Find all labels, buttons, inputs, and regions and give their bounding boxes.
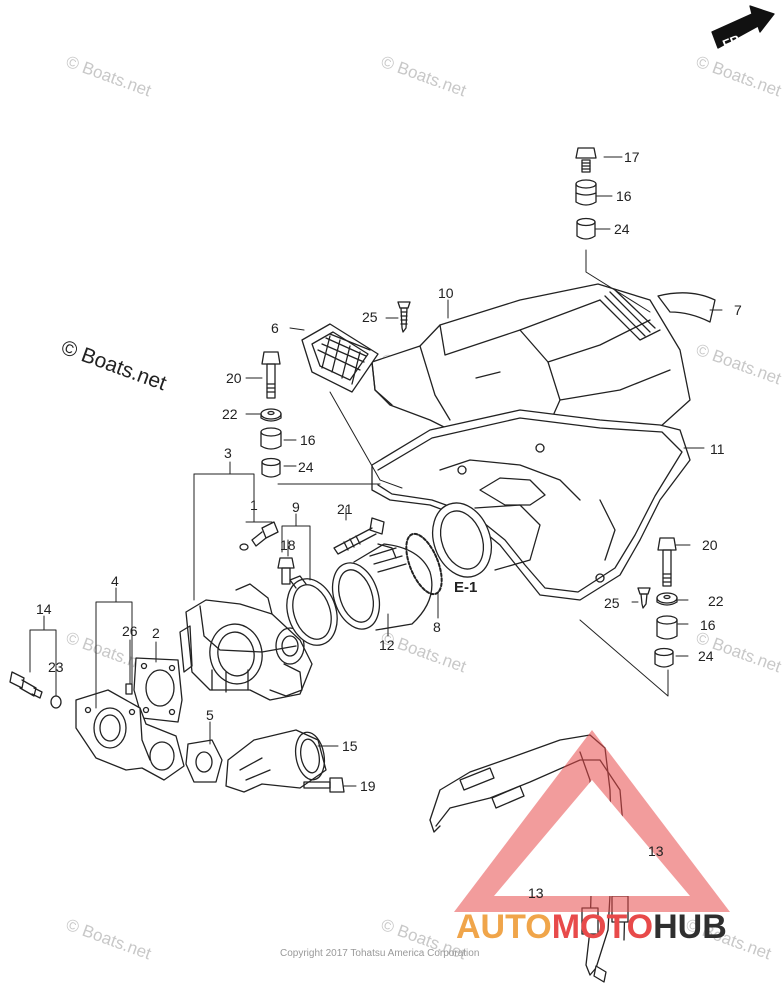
logo-moto: MOTO [552, 908, 653, 946]
callout-6: 6 [271, 320, 279, 336]
callout-13: 13 [528, 885, 544, 901]
screw-1 [251, 521, 279, 547]
callout-12: 12 [379, 637, 395, 653]
washer-22-right [656, 592, 678, 606]
intake-grille [301, 323, 379, 393]
callout-5: 5 [206, 707, 214, 723]
seal-strip [657, 292, 716, 323]
callout-16: 16 [700, 617, 716, 633]
callout-24: 24 [698, 648, 714, 664]
gasket-2 [133, 657, 183, 723]
callout-20: 20 [702, 537, 718, 553]
collar-24-left [261, 457, 281, 478]
mount-rubber-16-top [575, 179, 597, 206]
callout-13: 13 [648, 843, 664, 859]
collar-24-right [654, 647, 674, 668]
callout-17: 17 [624, 149, 640, 165]
screw-19 [303, 777, 345, 793]
hose-clamp-9 [286, 575, 338, 646]
mount-bolt-17 [575, 147, 597, 173]
hose-clamp-8 [405, 532, 443, 596]
mount-rubber-16-right [656, 615, 678, 640]
mount-bolt-20-left [261, 351, 281, 399]
callout-20: 20 [226, 370, 242, 386]
front-direction-arrow-icon [711, 5, 775, 49]
temperature-sensor-14 [9, 671, 43, 699]
callout-16: 16 [300, 432, 316, 448]
callout-14: 14 [36, 601, 52, 617]
section-ref-e1: E-1 [454, 579, 477, 596]
bolt-21 [333, 517, 385, 555]
callout-16: 16 [616, 188, 632, 204]
callout-4: 4 [111, 573, 119, 589]
copyright-notice: Copyright 2017 Tohatsu America Corporati… [280, 948, 480, 959]
throttle-body [179, 583, 313, 701]
callout-8: 8 [433, 619, 441, 635]
callout-10: 10 [438, 285, 454, 301]
o-ring-23 [50, 695, 62, 709]
screw-25-upper [397, 301, 411, 333]
intake-throat [432, 502, 541, 578]
callout-18: 18 [280, 537, 296, 553]
callout-25: 25 [362, 309, 378, 325]
callout-15: 15 [342, 738, 358, 754]
callout-1: 1 [250, 497, 258, 513]
callout-26: 26 [122, 623, 138, 639]
intake-silencer-case [371, 409, 691, 601]
logo-auto: AUTO [456, 908, 552, 946]
callout-24: 24 [614, 221, 630, 237]
air-duct-elbow-15 [225, 729, 327, 793]
intake-hose-12 [331, 543, 433, 631]
logo-text: AUTOMOTOHUB [456, 908, 727, 946]
collar-24-top [576, 217, 596, 240]
callout-25: 25 [604, 595, 620, 611]
callout-24: 24 [298, 459, 314, 475]
callout-2: 2 [152, 625, 160, 641]
gasket-5 [185, 739, 223, 783]
mount-bolt-20-right [657, 537, 677, 587]
logo-hub: HUB [653, 908, 727, 946]
o-ring-1 [239, 543, 249, 551]
mount-rubber-16-left [260, 427, 282, 450]
automotohub-logo-triangle [454, 730, 730, 912]
dowel-pin-26 [125, 683, 133, 695]
callout-19: 19 [360, 778, 376, 794]
screw-25-lower [637, 587, 651, 609]
throttle-adapter-4 [75, 689, 185, 781]
fr-label: FR. [720, 30, 745, 52]
callout-9: 9 [292, 499, 300, 515]
callout-21: 21 [337, 501, 353, 517]
callout-23: 23 [48, 659, 64, 675]
callout-3: 3 [224, 445, 232, 461]
callout-7: 7 [734, 302, 742, 318]
callout-22: 22 [708, 593, 724, 609]
washer-22-left [260, 408, 282, 422]
callout-22: 22 [222, 406, 238, 422]
bolt-18 [277, 557, 295, 585]
callout-11: 11 [710, 441, 725, 457]
